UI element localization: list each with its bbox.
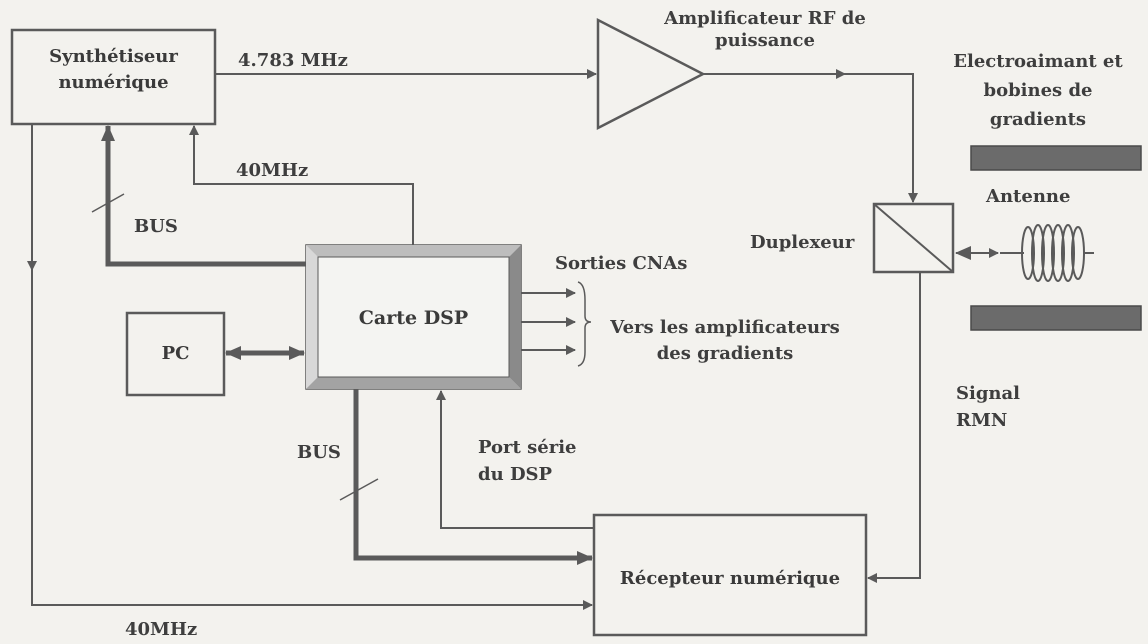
gradient-amps-line2: des gradients	[656, 343, 794, 364]
gradient-amps-label: Vers les amplificateurs des gradients	[592, 315, 858, 367]
wire-amp-to-duplexer	[845, 73, 918, 203]
bus-bottom-label: BUS	[297, 442, 341, 463]
dsp-card	[305, 244, 522, 390]
antenna-coil	[1000, 224, 1094, 282]
magnet-bar-bottom	[970, 305, 1142, 331]
receiver-label: Récepteur numérique	[619, 568, 841, 589]
dsp-label: Carte DSP	[358, 307, 469, 329]
magnet-label-line2: bobines de	[983, 80, 1093, 101]
duplexer-box	[872, 202, 955, 274]
bottom-clock-label: 40MHz	[125, 619, 198, 640]
amplifier-label-line1: Amplificateur RF de	[664, 8, 866, 29]
magnet-label-line3: gradients	[989, 109, 1087, 130]
duplexer-label: Duplexeur	[750, 232, 855, 253]
synthesizer-label-line1: Synthétiseur	[49, 46, 178, 67]
dac-brace	[577, 281, 592, 367]
wire-synth-to-receiver-40mhz	[31, 270, 593, 610]
bus-bottom-slash	[339, 478, 379, 501]
dsp-clock-label: 40MHz	[236, 160, 309, 181]
magnet-label-line1: Electroaimant et	[953, 51, 1123, 72]
dac-outputs-label: Sorties CNAs	[555, 253, 688, 274]
amplifier-label: Amplificateur RF de puissance	[640, 8, 890, 52]
nmr-signal-line1: Signal	[956, 383, 1021, 404]
antenna-label: Antenne	[986, 186, 1071, 207]
nmr-signal-line2: RMN	[956, 410, 1008, 431]
magnet-bar-top	[970, 145, 1142, 171]
synthesizer-box	[10, 28, 217, 126]
bus-top-label: BUS	[134, 216, 178, 237]
bus-top-slash	[91, 193, 125, 213]
wire-duplexer-to-receiver	[867, 272, 921, 583]
freq-label: 4.783 MHz	[238, 50, 348, 71]
serial-port-line2: du DSP	[478, 464, 553, 485]
pc-box	[125, 311, 226, 397]
magnet-label: Electroaimant et bobines de gradients	[938, 47, 1138, 134]
amplifier-label-line2: puissance	[715, 30, 815, 51]
gradient-amps-line1: Vers les amplificateurs	[610, 317, 840, 338]
receiver-box	[592, 513, 868, 637]
bus-dsp-to-receiver	[353, 389, 593, 565]
nmr-signal-label: Signal RMN	[956, 380, 1020, 434]
wire-dsp-clock-to-synth	[189, 125, 414, 245]
synthesizer-label: Synthétiseur numérique	[12, 44, 215, 96]
serial-port-line1: Port série	[478, 437, 577, 458]
bus-dsp-to-synth	[101, 125, 306, 267]
serial-port-label: Port série du DSP	[478, 434, 576, 488]
rf-amplifier-triangle	[596, 17, 706, 131]
wire-serial-receiver-to-dsp	[436, 390, 594, 529]
pc-label: PC	[161, 343, 190, 364]
synthesizer-label-line2: numérique	[58, 72, 169, 93]
